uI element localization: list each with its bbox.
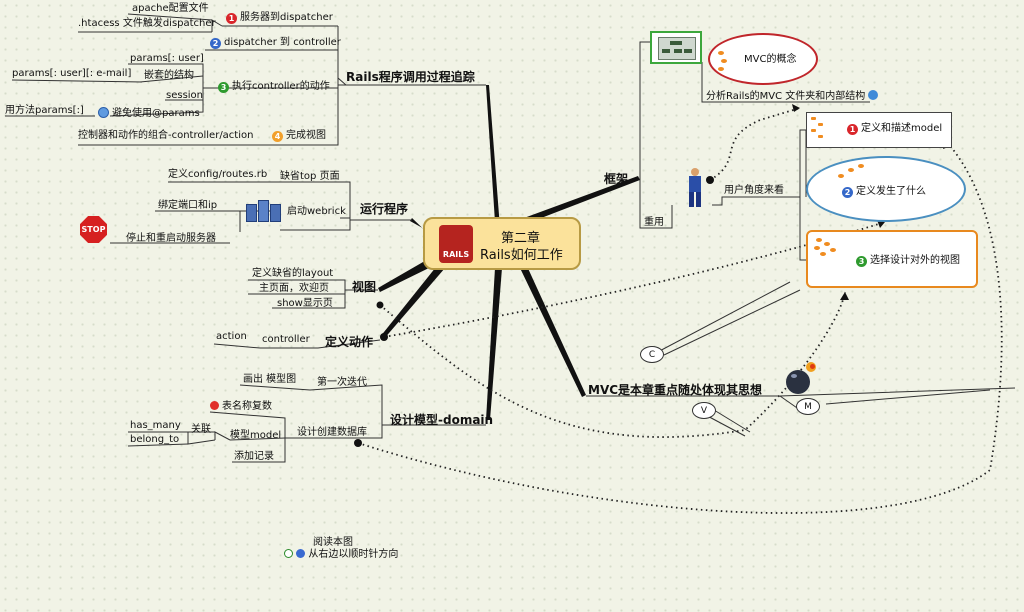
priority-1-icon: 1 <box>847 124 858 135</box>
model-node-b[interactable]: 设计创建数据库 <box>297 427 367 438</box>
trace-node-3d[interactable]: 避免使用@params <box>98 107 200 120</box>
priority-4-icon: 4 <box>272 131 283 142</box>
trace-node-4a[interactable]: 控制器和动作的组合-controller/action <box>78 130 254 141</box>
rails-logo-icon: RAILS <box>439 225 473 263</box>
view-node-c[interactable]: show显示页 <box>277 298 333 309</box>
network-servers-icon <box>244 196 284 226</box>
trace-node-3b[interactable]: 嵌套的结构 <box>144 70 194 81</box>
run-node-a[interactable]: 缺省top 页面 <box>280 171 340 182</box>
run-node-b1[interactable]: 绑定端口和ip <box>158 200 218 211</box>
model-node-b2[interactable]: 模型model <box>230 430 282 441</box>
frame-reuse[interactable]: 重用 <box>644 217 664 228</box>
model-node-b3[interactable]: 添加记录 <box>234 451 274 462</box>
trace-node-3a[interactable]: params[: user] <box>130 53 204 64</box>
branch-trace[interactable]: Rails程序调用过程追踪 <box>346 70 475 84</box>
letter-m-callout[interactable]: M <box>796 398 820 415</box>
clock-icon <box>284 549 293 558</box>
info-icon <box>296 549 306 558</box>
priority-3-icon: 3 <box>218 82 229 93</box>
priority-1-icon: 1 <box>226 13 237 24</box>
model-node-b2a[interactable]: 关联 <box>191 424 211 435</box>
mvc-analysis-node[interactable]: 分析Rails的MVC 文件夹和内部结构 <box>706 90 879 103</box>
trace-node-3b1[interactable]: params[: user][: e-mail] <box>12 68 132 79</box>
priority-2-icon: 2 <box>210 38 221 49</box>
letter-v-callout[interactable]: V <box>692 402 716 419</box>
letter-c-callout[interactable]: C <box>640 346 664 363</box>
priority-3-icon: 3 <box>856 256 867 267</box>
ie-globe-icon <box>868 90 879 100</box>
red-ball-icon <box>210 401 219 410</box>
view-node-a[interactable]: 定义缺省的layout <box>252 268 334 279</box>
model-node-b2a1[interactable]: has_many <box>130 420 181 431</box>
model-node-b2a2[interactable]: belong_to <box>130 434 180 445</box>
trace-node-1a[interactable]: apache配置文件 <box>132 3 209 14</box>
legend-line-1: 阅读本图 <box>313 537 353 548</box>
legend-line-2: 从右边以顺时针方向 <box>284 549 398 561</box>
central-title: 第二章 <box>501 231 541 246</box>
user-view-node[interactable]: 用户角度来看 <box>724 185 784 196</box>
bomb-icon <box>784 362 820 396</box>
mvc-concept-node[interactable]: MVC的概念 <box>708 33 818 85</box>
trace-node-3d1[interactable]: 用方法params[:] <box>5 105 84 116</box>
branch-run[interactable]: 运行程序 <box>360 202 409 216</box>
priority-2-icon: 2 <box>842 187 853 198</box>
run-node-b[interactable]: 启动webrick <box>287 206 346 217</box>
central-topic[interactable]: RAILS 第二章 Rails如何工作 <box>423 217 581 270</box>
central-subtitle: Rails如何工作 <box>480 248 563 263</box>
org-chart-icon <box>650 31 702 64</box>
branch-frame[interactable]: 框架 <box>604 172 629 186</box>
action-node-action[interactable]: action <box>216 331 247 342</box>
person-icon <box>686 168 704 208</box>
branch-model[interactable]: 设计模型-domain <box>390 413 494 427</box>
model-node-a1[interactable]: 画出 模型图 <box>243 374 297 385</box>
sad-face-icon <box>98 107 109 118</box>
branch-action[interactable]: 定义动作 <box>325 335 374 349</box>
model-node-b1[interactable]: 表名称复数 <box>210 401 272 413</box>
view-node-b[interactable]: 主页面，欢迎页 <box>259 283 329 294</box>
run-node-a1[interactable]: 定义config/routes.rb <box>168 169 268 180</box>
stop-sign-icon: STOP <box>80 216 107 243</box>
run-node-c[interactable]: 停止和重启动服务器 <box>126 233 216 244</box>
action-node-controller[interactable]: controller <box>262 334 310 345</box>
trace-node-1b[interactable]: .htacess 文件触发dispatcher <box>78 18 216 29</box>
trace-node-3c[interactable]: session <box>166 90 204 101</box>
branch-view[interactable]: 视图 <box>352 280 377 294</box>
branch-mvc[interactable]: MVC是本章重点随处体现其思想 <box>588 383 763 397</box>
model-node-a[interactable]: 第一次迭代 <box>317 377 367 388</box>
